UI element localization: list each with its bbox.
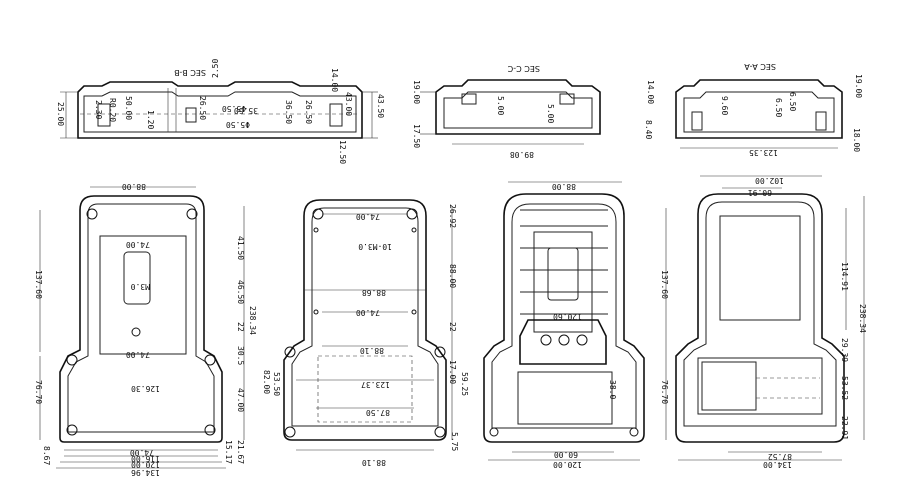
dim-text: 120.00 — [131, 460, 160, 469]
dim-text: 5.75 — [450, 432, 459, 451]
section-cc-label: SEC C-C — [507, 64, 540, 73]
dim-text: 2.50 — [211, 59, 220, 78]
dim-text: 6.50 — [774, 98, 783, 117]
dim-text: 18.00 — [852, 128, 861, 152]
dim-text: 43.00 — [344, 92, 353, 116]
section-aa-label: SEC A-A — [744, 62, 776, 71]
dim-text: 19.00 — [412, 80, 421, 104]
dim-text: 137.60 — [660, 270, 669, 299]
dim-text: 26.50 — [304, 100, 313, 124]
dim-text: 8.67 — [42, 446, 51, 465]
dim-text: 120.60 — [553, 312, 582, 321]
dim-text: 87.50 — [366, 408, 390, 417]
dim-text: 6.50 — [788, 92, 797, 111]
dim-text: 10-M3.0 — [358, 242, 392, 251]
dim-text: 50.00 — [124, 96, 133, 120]
dim-text: Φ5.50 — [226, 120, 250, 129]
plan-view-3: 88.00 120.60 137.60 38.0 76.70 60.00 120… — [483, 181, 669, 469]
dim-text: 53.52 — [840, 376, 849, 400]
dim-text: 22 — [236, 322, 245, 332]
dim-text: 137.60 — [34, 270, 43, 299]
dim-text: 87.52 — [768, 452, 792, 461]
dim-text: 102.00 — [755, 176, 784, 185]
section-bb-label: SEC B-B — [174, 68, 206, 77]
dim-text: 14.00 — [646, 80, 655, 104]
dim-text: 88.10 — [360, 346, 384, 355]
dim-text: 238.34 — [248, 306, 257, 335]
dim-text: 36.50 — [284, 100, 293, 124]
section-cc: SEC C-C 19.00 17.50 5.00 5.00 89.08 — [412, 64, 601, 159]
dim-text: 134.96 — [131, 468, 160, 477]
dim-text: 88.00 — [122, 182, 146, 191]
dim-text: 123.35 — [749, 148, 778, 157]
dim-text: 15.17 — [224, 440, 233, 464]
dim-text: 238.34 — [858, 304, 867, 333]
dim-text: 134.00 — [763, 460, 792, 469]
dim-text: 26.50 — [198, 96, 207, 120]
dim-text: 126.30 — [131, 384, 160, 393]
dim-text: 53.50 — [272, 372, 281, 396]
dim-text: 74.00 — [356, 308, 380, 317]
plan-view-1: 88.00 74.00 M3.0 137.60 41.50 46.50 238.… — [34, 182, 257, 477]
dim-text: 74.00 — [126, 350, 150, 359]
dim-text: 88.00 — [448, 264, 457, 288]
dim-text: 8.40 — [644, 120, 653, 139]
dim-text: 14.00 — [330, 68, 339, 92]
dim-text: 35.50 — [234, 106, 258, 115]
dim-text: 82.00 — [262, 370, 271, 394]
dim-text: 59.25 — [460, 372, 469, 396]
dim-text: M3.0 — [131, 282, 150, 291]
dim-text: 22 — [448, 322, 457, 332]
dim-text: 21.67 — [236, 440, 245, 464]
dim-text: 116.00 — [131, 454, 160, 463]
dim-text: 9.60 — [720, 96, 729, 115]
dim-text: 89.08 — [510, 150, 534, 159]
dim-text: 38.0 — [608, 380, 617, 399]
dim-text: 114.91 — [840, 262, 849, 291]
dim-text: 43.50 — [376, 94, 385, 118]
dim-text: 123.37 — [361, 380, 390, 389]
dim-text: 5.00 — [546, 104, 555, 123]
dim-text: 30.5 — [236, 346, 245, 365]
dim-text: 22.91 — [840, 416, 849, 440]
dim-text: 41.50 — [236, 236, 245, 260]
dim-text: 29.39 — [840, 338, 849, 362]
dim-text: 26.92 — [448, 204, 457, 228]
dim-text: 17.50 — [412, 124, 421, 148]
dim-text: 76.70 — [34, 380, 43, 404]
dim-text: 46.50 — [236, 280, 245, 304]
dim-text: 19.00 — [854, 74, 863, 98]
dim-text: 25.00 — [56, 102, 65, 126]
dim-text: R0.20 — [108, 98, 117, 122]
dim-text: Φ5.50 — [222, 104, 246, 113]
dim-text: 5.00 — [496, 96, 505, 115]
dim-text: 74.00 — [356, 212, 380, 221]
dim-text: 12.50 — [338, 140, 347, 164]
dim-text: 1.20 — [146, 110, 155, 129]
dim-text: 47.00 — [236, 388, 245, 412]
dim-text: 60.00 — [554, 450, 578, 459]
plan-view-2: 74.00 10-M3.0 26.92 88.00 88.68 74.00 22… — [262, 199, 469, 467]
section-bb: SEC B-B 2.50 14.00 50.00 43.00 25.00 2.3… — [56, 59, 385, 165]
dim-text: 74.00 — [130, 448, 154, 457]
dim-text: 88.00 — [552, 182, 576, 191]
dim-text: 88.68 — [362, 288, 386, 297]
section-aa: SEC A-A 14.00 8.40 9.60 6.50 6.50 19.00 … — [644, 62, 863, 157]
plan-view-4: 102.00 60.91 114.91 238.34 29.39 53.52 2… — [675, 175, 867, 469]
dim-text: 17.00 — [448, 360, 457, 384]
dim-text: 74.00 — [126, 240, 150, 249]
dim-text: 2.30 — [94, 100, 103, 119]
dim-text: 76.70 — [660, 380, 669, 404]
dim-text: 88.10 — [362, 458, 386, 467]
dim-text: 60.91 — [748, 188, 772, 197]
dim-text: 120.00 — [553, 460, 582, 469]
